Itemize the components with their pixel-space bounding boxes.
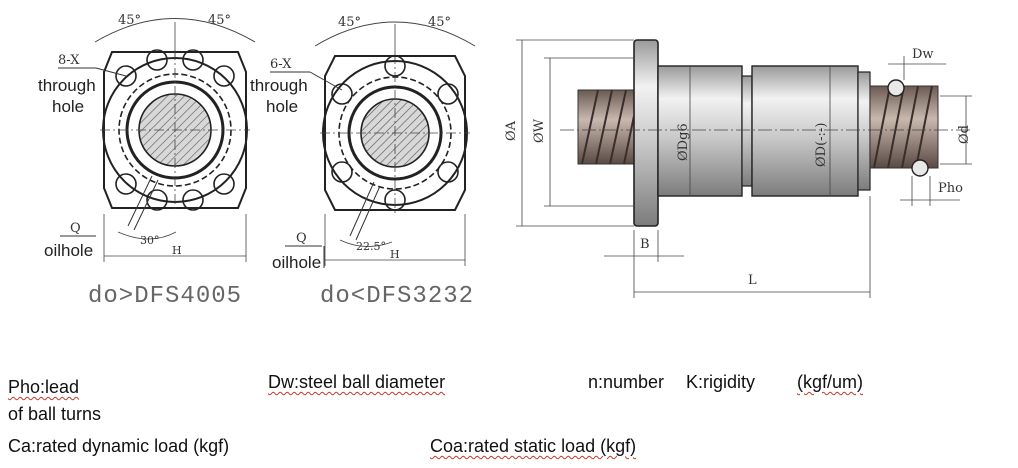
side-length-label: L (748, 273, 757, 288)
legend-k-unit: (kgf/um) (797, 372, 863, 393)
side-dia-w-label: ØW (532, 118, 547, 143)
side-dia-small-d-label: Ød (957, 125, 972, 144)
legend-coa-text: Coa:rated static load (kgf) (430, 436, 637, 456)
middle-holes-count-label: 6-X (270, 57, 292, 72)
middle-oilhole-mark: Q (296, 231, 307, 246)
left-through-label: through (38, 76, 96, 95)
left-bottom-angle-label: 30° (140, 234, 160, 247)
middle-angle-left-label: 45° (338, 15, 361, 30)
left-model-label: do>DFS4005 (88, 283, 242, 310)
nut-side-view: ØA ØW ØDg6 ØD(-:-) Ød Dw Pho B (504, 39, 972, 298)
middle-angle-right-label: 45° (428, 15, 451, 30)
left-nut-front-view: 45° 45° 8-X through hole Q oilhole 30° (38, 13, 256, 310)
legend-coa: Coa:rated static load (kgf) (430, 436, 636, 457)
legend-k: K:rigidity (686, 372, 756, 392)
side-lead-label: Pho (938, 181, 963, 196)
middle-hole-label: hole (266, 97, 298, 116)
legend-dw: Dw:steel ball diameter (268, 372, 445, 393)
side-flange-b-label: B (640, 237, 650, 252)
middle-model-label: do<DFS3232 (320, 283, 474, 310)
left-width-label: H (172, 244, 182, 257)
left-oilhole-label: oilhole (44, 241, 93, 260)
middle-width-label: H (390, 248, 400, 261)
legend-pho-line1: Pho:lead (8, 377, 79, 398)
left-oilhole-mark: Q (70, 221, 81, 236)
side-dia-dg6-label: ØDg6 (676, 123, 691, 161)
middle-through-label: through (250, 76, 308, 95)
side-ball-dia-label: Dw (912, 47, 934, 62)
middle-nut-front-view: 45° 45° 6-X through hole Q oilhole 22.5°… (250, 15, 476, 310)
left-angle-left-label: 45° (118, 13, 141, 28)
legend-ca: Ca:rated dynamic load (kgf) (8, 436, 230, 456)
left-angle-right-label: 45° (208, 13, 231, 28)
legend-k-unit-text: (kgf/um) (797, 372, 864, 392)
side-dia-d-label: ØD(-:-) (814, 123, 829, 167)
legend-n: n:number (588, 372, 665, 392)
legend-dw-text: Dw:steel ball diameter (268, 372, 446, 392)
side-dia-a-label: ØA (504, 120, 519, 141)
left-hole-label: hole (52, 97, 84, 116)
legend-pho-line2: of ball turns (8, 404, 102, 424)
middle-bottom-angle-label: 22.5° (356, 240, 386, 253)
left-holes-count-label: 8-X (58, 53, 80, 68)
legend-pho-text: Pho:lead (8, 377, 80, 397)
middle-oilhole-label: oilhole (272, 253, 321, 272)
